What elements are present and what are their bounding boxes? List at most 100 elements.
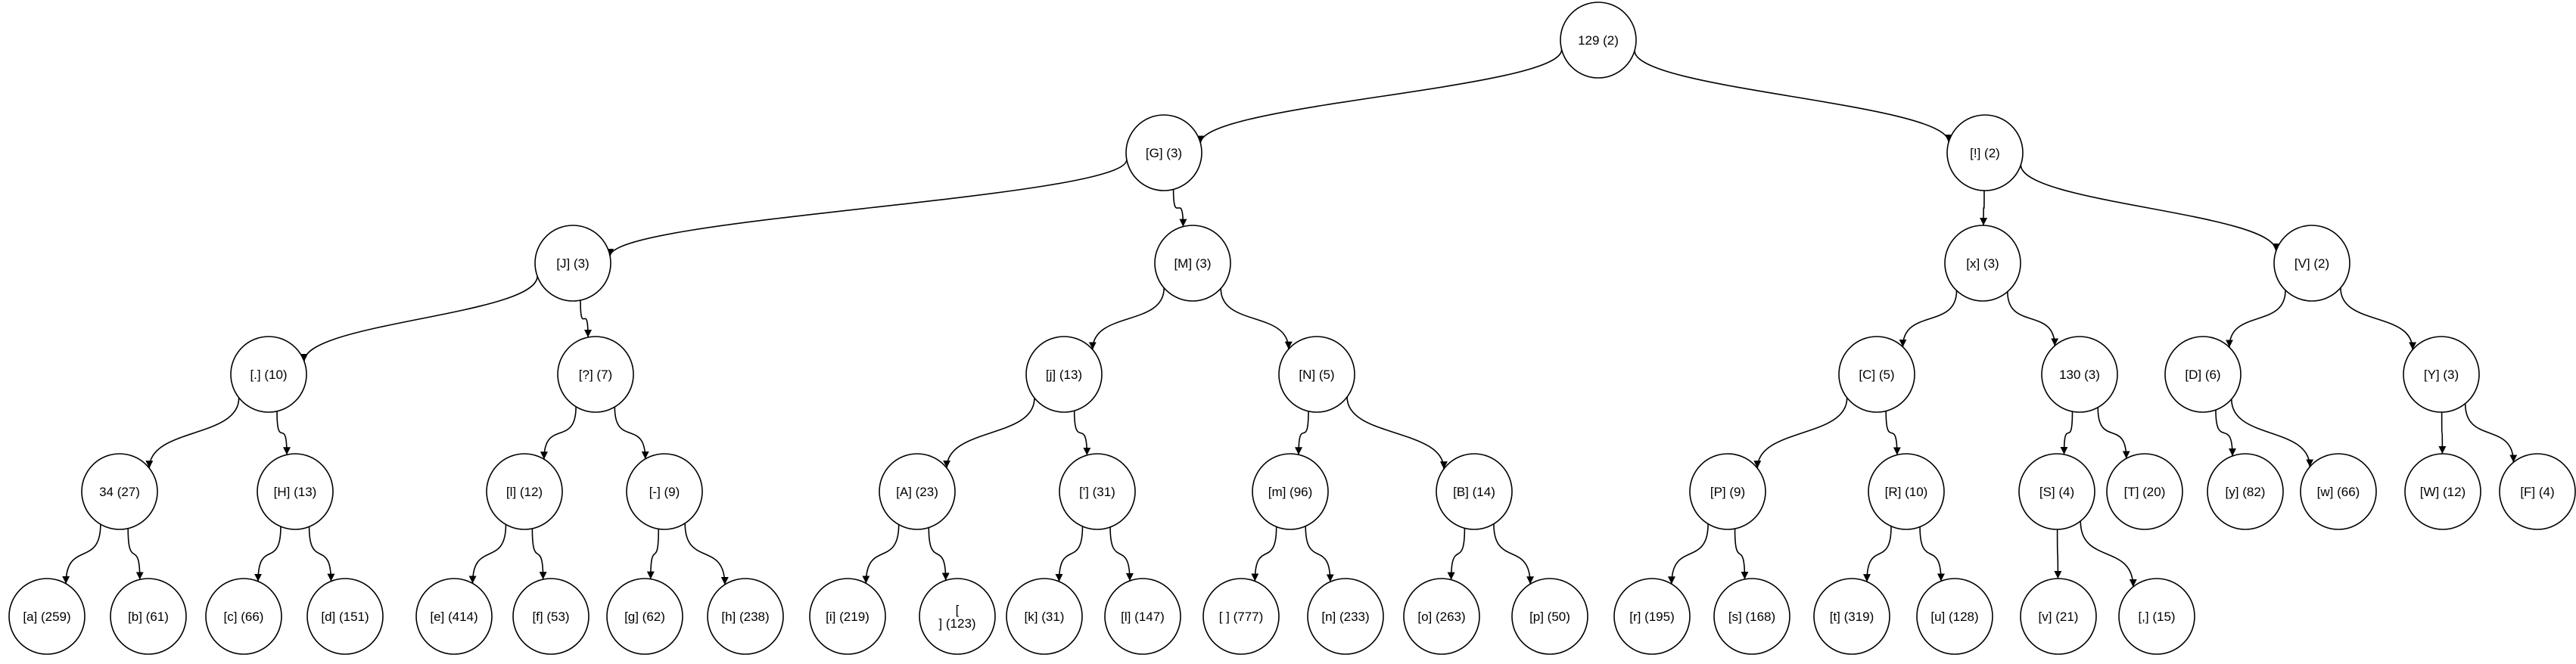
edge-n8-n17 xyxy=(540,406,577,460)
tree-node: [u] (128) xyxy=(1916,578,1993,655)
tree-node: 129 (2) xyxy=(1560,2,1637,79)
tree-node: [t] (319) xyxy=(1813,578,1890,655)
tree-node: [e] (414) xyxy=(415,578,493,655)
tree-node-label: [j] (13) xyxy=(1046,368,1082,382)
tree-node: [?] (7) xyxy=(557,336,634,413)
edge-n24-n49 xyxy=(1863,526,1892,582)
tree-node-circle xyxy=(1202,578,1280,655)
edge-n20-n41 xyxy=(1055,526,1084,582)
edge-n0-n1 xyxy=(1196,49,1563,144)
tree-node: [y] (82) xyxy=(2207,453,2284,530)
tree-node: [g] (62) xyxy=(606,578,683,655)
tree-node-label: [P] (9) xyxy=(1710,485,1745,499)
edge-n10-n22 xyxy=(1346,396,1448,470)
edge-n5-n11 xyxy=(1899,290,1958,347)
tree-node: [J] (3) xyxy=(534,225,611,302)
tree-node-circle xyxy=(2403,336,2480,413)
tree-node: [b] (61) xyxy=(110,578,187,655)
tree-node-label: [S] (4) xyxy=(2039,485,2074,499)
tree-node-circle xyxy=(1511,578,1588,655)
tree-node-circle xyxy=(1689,453,1766,530)
edge-n19-n40 xyxy=(928,527,950,581)
edge-n20-n42 xyxy=(1109,526,1134,582)
tree-node: [n] (233) xyxy=(1307,578,1384,655)
tree-node-label: [W] (12) xyxy=(2420,485,2466,499)
tree-node-circle xyxy=(1713,578,1790,655)
tree-node-circle xyxy=(2164,336,2242,413)
tree-node: [,] (15) xyxy=(2118,578,2195,655)
edge-n3-n8 xyxy=(580,299,593,338)
tree-node: [m] (96) xyxy=(1252,453,1329,530)
edge-n9-n20 xyxy=(1073,411,1091,455)
tree-node-label: [p] (50) xyxy=(1529,610,1570,624)
edge-n17-n36 xyxy=(531,528,547,580)
tree-node: [k] (31) xyxy=(1006,578,1083,655)
tree-node: [H] (13) xyxy=(257,453,334,530)
tree-node-label: [w] (66) xyxy=(2317,485,2360,499)
edge-n7-n15 xyxy=(145,397,240,469)
tree-node-circle xyxy=(1436,453,1513,530)
tree-node-label: [V] (2) xyxy=(2294,256,2329,271)
edge-n9-n19 xyxy=(943,398,1035,468)
edge-n25-n52 xyxy=(2080,521,2137,587)
edge-n15-n31 xyxy=(62,524,101,584)
tree-node-circle xyxy=(2499,453,2576,530)
edge-n17-n35 xyxy=(468,524,507,584)
tree-node-label: [e] (414) xyxy=(430,610,478,624)
tree-node-circle xyxy=(2018,453,2095,530)
tree-node-label: [M] (3) xyxy=(1174,256,1211,271)
tree-node-circle xyxy=(1104,578,1181,655)
tree-node-label: [D] (6) xyxy=(2185,368,2220,382)
edge-n23-n47 xyxy=(1667,523,1709,585)
tree-node: [j] (13) xyxy=(1025,336,1103,413)
edge-n15-n32 xyxy=(127,528,144,580)
tree-node-label: [-] (9) xyxy=(649,485,680,499)
tree-node: [ ] (777) xyxy=(1202,578,1280,655)
edge-n19-n39 xyxy=(862,524,900,584)
tree-node-label: ] (123) xyxy=(938,616,975,631)
tree-node: [w] (66) xyxy=(2300,453,2377,530)
tree-node-circle xyxy=(809,578,886,655)
tree-node-circle xyxy=(1059,453,1136,530)
edge-n16-n33 xyxy=(254,526,282,582)
edge-n13-n28 xyxy=(2231,399,2314,467)
tree-node: [d] (151) xyxy=(306,578,384,655)
edge-n0-n2 xyxy=(1634,50,1952,143)
tree-node-label: [n] (233) xyxy=(1321,610,1369,624)
edge-n4-n9 xyxy=(1088,287,1165,350)
tree-node-circle xyxy=(1946,114,2024,191)
tree-node: [f] (53) xyxy=(512,578,590,655)
tree-node: [Y] (3) xyxy=(2403,336,2480,413)
tree-node-circle xyxy=(2041,336,2118,413)
tree-node: [x] (3) xyxy=(1944,225,2021,302)
tree-node: [l] (147) xyxy=(1104,578,1181,655)
tree-node-circle xyxy=(1813,578,1890,655)
tree-node-circle xyxy=(879,453,956,530)
tree-node-circle xyxy=(230,336,307,413)
tree-node: [s] (168) xyxy=(1713,578,1790,655)
edge-n21-n43 xyxy=(1251,526,1277,582)
tree-node: [-] (9) xyxy=(626,453,703,530)
tree-node-circle xyxy=(1154,225,1231,302)
tree-node: [r] (195) xyxy=(1613,578,1691,655)
tree-node-circle xyxy=(110,578,187,655)
tree-node: [F] (4) xyxy=(2499,453,2576,530)
tree-node-label: [A] (23) xyxy=(896,485,938,499)
tree-node: [W] (12) xyxy=(2404,453,2481,530)
tree-node-circle xyxy=(512,578,590,655)
tree-node-label: [v] (21) xyxy=(2039,610,2079,624)
tree-node-circle xyxy=(1252,453,1329,530)
tree-node-label: ['] (31) xyxy=(1079,485,1115,499)
tree-node-circle xyxy=(2300,453,2377,530)
tree-node: [p] (50) xyxy=(1511,578,1588,655)
edge-n4-n10 xyxy=(1220,288,1293,349)
edge-n5-n12 xyxy=(2007,291,2059,346)
tree-node-label: [N] (5) xyxy=(1299,368,1334,382)
tree-node-circle xyxy=(707,578,784,655)
tree-node-circle xyxy=(205,578,282,655)
edge-n18-n38 xyxy=(684,523,729,585)
tree-node: ['] (31) xyxy=(1059,453,1136,530)
edge-n2-n6 xyxy=(2020,164,2280,252)
tree-node-label: [!] (2) xyxy=(1970,146,2000,160)
tree-node-circle xyxy=(1025,336,1103,413)
